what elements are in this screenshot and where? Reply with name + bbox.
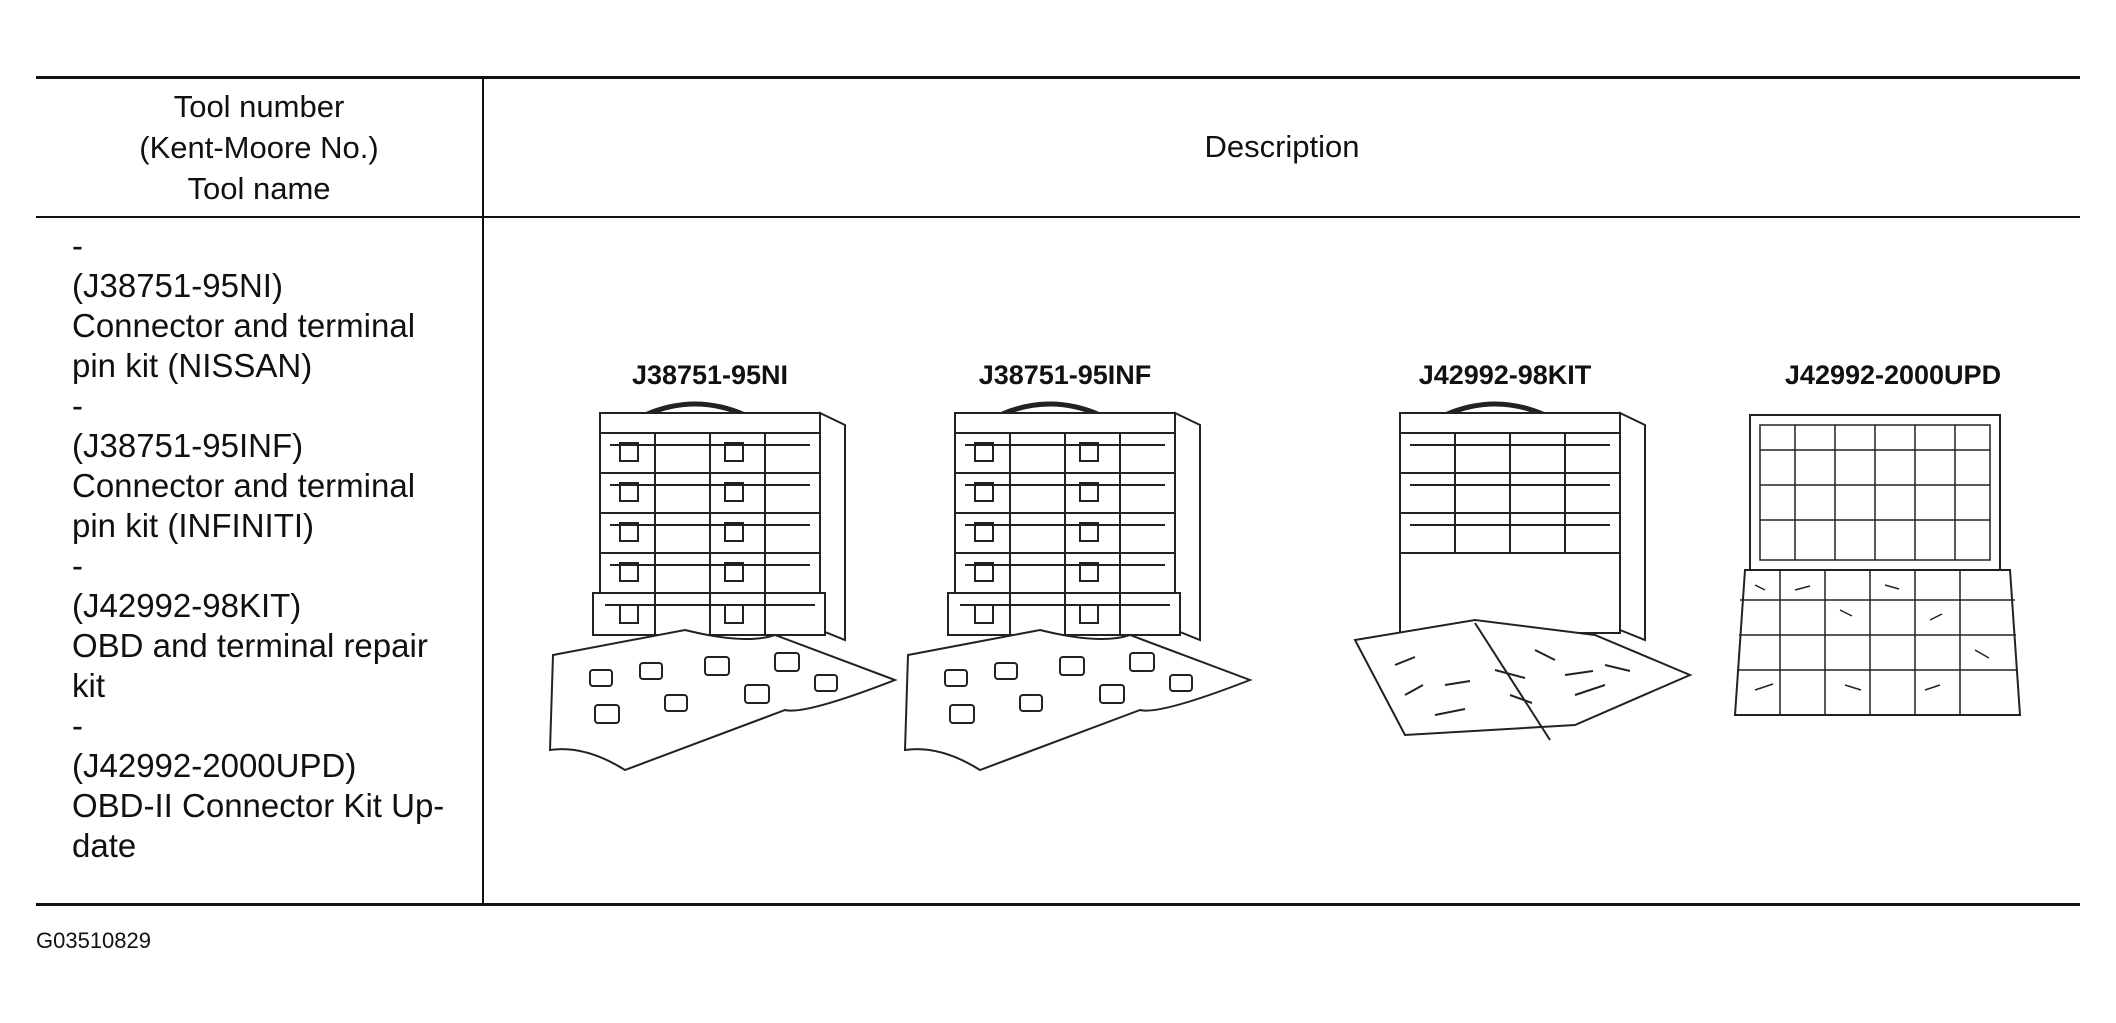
repair-kit-cabinet-illustration xyxy=(1353,401,1693,741)
table-bottom-rule xyxy=(36,903,2080,906)
figure-id: G03510829 xyxy=(36,928,151,953)
header-divider-rule xyxy=(36,216,2080,218)
tool-line: (J38751-95INF) xyxy=(72,427,304,464)
tool-line: - xyxy=(72,547,83,584)
connector-kit-case-illustration xyxy=(1733,414,2022,716)
column-divider xyxy=(482,78,484,904)
tool-line: Connector and terminal xyxy=(72,307,416,344)
tool-line: date xyxy=(72,827,137,864)
tool-line: OBD and terminal repair xyxy=(72,627,428,664)
kit-label-j38751-95ni: J38751-95NI xyxy=(631,360,789,390)
tool-line: kit xyxy=(72,667,105,704)
tool-line: pin kit (INFINITI) xyxy=(72,507,315,544)
tool-line: OBD-II Connector Kit Up- xyxy=(72,787,445,824)
tool-line: - xyxy=(72,707,83,744)
description-header: Description xyxy=(1204,129,1360,164)
header-line-2: (Kent-Moore No.) xyxy=(139,129,379,165)
kit-label-j38751-95inf: J38751-95INF xyxy=(978,360,1152,390)
table-top-rule xyxy=(36,76,2080,79)
tool-line: - xyxy=(72,227,83,264)
tool-line: - xyxy=(72,387,83,424)
tool-line: pin kit (NISSAN) xyxy=(72,347,313,384)
tool-line: (J38751-95NI) xyxy=(72,267,283,304)
tool-list: - (J38751-95NI) Connector and terminal p… xyxy=(72,226,472,866)
kit-label-j42992-98kit: J42992-98KIT xyxy=(1418,360,1592,390)
drawer-cabinet-kit-illustration xyxy=(548,401,898,772)
tool-line: (J42992-2000UPD) xyxy=(72,747,357,784)
drawer-cabinet-kit-illustration xyxy=(903,401,1253,772)
kit-label-j42992-2000upd: J42992-2000UPD xyxy=(1784,360,2002,390)
header-line-3: Tool name xyxy=(187,170,331,206)
tool-number-header: Tool number (Kent-Moore No.) Tool name xyxy=(36,78,482,216)
tool-line: Connector and terminal xyxy=(72,467,416,504)
header-line-1: Tool number xyxy=(173,88,345,124)
tool-line: (J42992-98KIT) xyxy=(72,587,302,624)
